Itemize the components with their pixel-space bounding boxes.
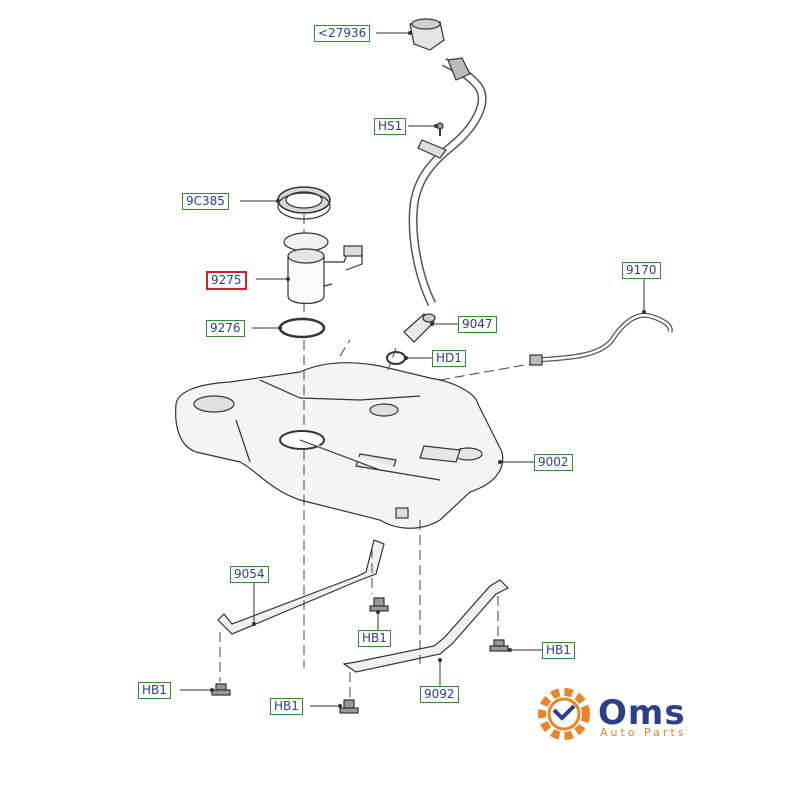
callout-hd1: HD1: [432, 350, 466, 367]
brand-name: Oms: [598, 693, 686, 733]
callout-hb1-left: HB1: [138, 682, 171, 699]
assembly-lines: [219, 214, 531, 698]
tank-strap-rear: [342, 579, 510, 673]
callout-hb1-right: HB1: [542, 642, 575, 659]
leader-dots: [210, 31, 646, 708]
callout-9275: 9275: [206, 271, 247, 290]
callout-9c385: 9C385: [182, 193, 229, 210]
callout-9092: 9092: [420, 686, 459, 703]
bolts: [211, 597, 509, 714]
callout-hb1-upper: HB1: [358, 630, 391, 647]
callout-hs1: HS1: [374, 118, 407, 135]
pump-seal: [278, 317, 326, 339]
fuel-tank: [175, 362, 504, 529]
hose-segment: [403, 313, 436, 343]
callout-27936: <27936: [314, 25, 371, 42]
filler-neck-pipe: [408, 57, 487, 307]
callout-hb1-lower: HB1: [270, 698, 303, 715]
tank-strap-front: [217, 539, 385, 635]
callout-9002: 9002: [534, 454, 573, 471]
gear-icon: [538, 688, 590, 740]
callout-9170: 9170: [622, 262, 661, 279]
leader-lines: [180, 32, 645, 707]
callout-9276: 9276: [206, 320, 245, 337]
callout-9054: 9054: [230, 566, 269, 583]
brand-tagline: Auto Parts: [600, 726, 687, 739]
callout-9047: 9047: [458, 316, 497, 333]
hose-clamp: [386, 351, 406, 365]
lock-ring: [277, 186, 331, 220]
fuel-pump-module: [283, 232, 363, 305]
vent-line: [529, 312, 673, 366]
filler-cap: [409, 18, 445, 51]
